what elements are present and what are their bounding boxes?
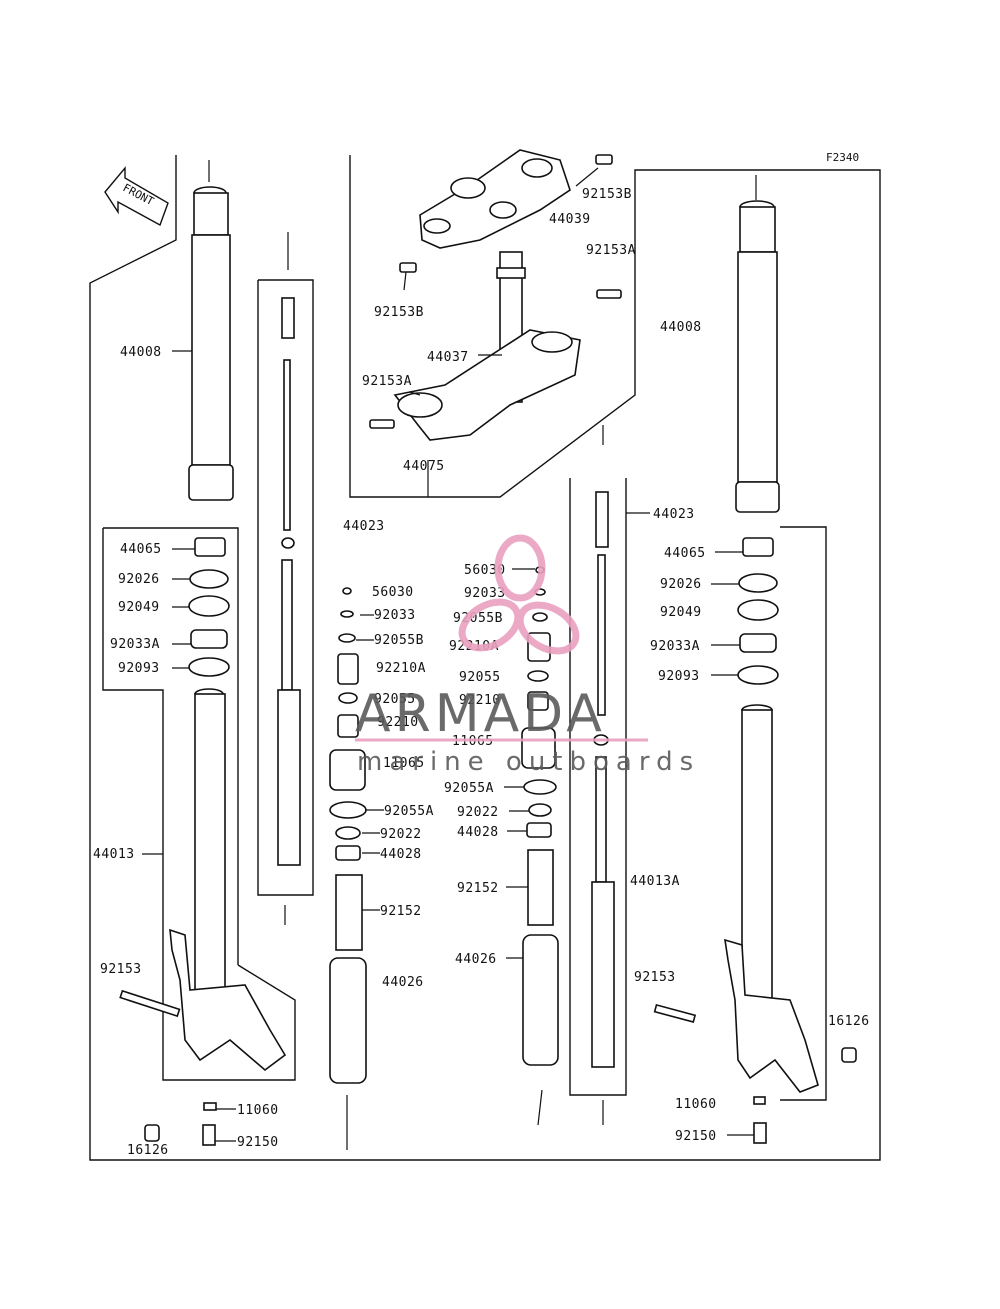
label-44026-c2: 44026 — [455, 952, 497, 967]
label-92022-c2: 92022 — [457, 805, 499, 820]
label-92026-right: 92026 — [660, 577, 702, 592]
label-92033-c2: 92033 — [464, 586, 506, 601]
propeller-logo — [458, 534, 580, 655]
label-92210a-c1: 92210A — [376, 661, 426, 676]
right-inner-tube — [735, 200, 780, 513]
label-92153b-lower: 92153B — [374, 305, 424, 320]
figure-code: F2340 — [826, 151, 859, 164]
label-44013a: 44013A — [630, 874, 680, 889]
left-damper-rod — [277, 297, 301, 866]
right-seals-stack — [737, 537, 779, 685]
label-92033-c1: 92033 — [374, 608, 416, 623]
label-92055-c1: 92055 — [374, 692, 416, 707]
label-92153-right: 92153 — [634, 970, 676, 985]
label-92026-left: 92026 — [118, 572, 160, 587]
watermark-tagline: marine outboards — [357, 747, 700, 777]
label-92049-right: 92049 — [660, 605, 702, 620]
label-16126-right: 16126 — [828, 1014, 870, 1029]
assembly-frame — [89, 155, 881, 1161]
left-outer-tube — [119, 688, 287, 1146]
label-56030-c1: 56030 — [372, 585, 414, 600]
label-92022-c1: 92022 — [380, 827, 422, 842]
label-92055a-c2: 92055A — [444, 781, 494, 796]
label-11060-left: 11060 — [237, 1103, 279, 1118]
label-92153b-top: 92153B — [582, 187, 632, 202]
watermark-brand: ARMADA — [355, 684, 606, 744]
label-44023-mid: 44023 — [343, 519, 385, 534]
right-outer-tube — [653, 704, 857, 1144]
left-seals-stack — [188, 537, 230, 677]
label-11060-right: 11060 — [675, 1097, 717, 1112]
left-inner-tube — [188, 186, 234, 501]
label-92153-left: 92153 — [100, 962, 142, 977]
label-92210-c2: 92210 — [459, 693, 501, 708]
label-92153a-lower: 92153A — [362, 374, 412, 389]
label-44065-right: 44065 — [664, 546, 706, 561]
front-arrow: FRONT — [104, 166, 169, 227]
label-44028-c1: 44028 — [380, 847, 422, 862]
label-92055-c2: 92055 — [459, 670, 501, 685]
label-92055a-c1: 92055A — [384, 804, 434, 819]
label-44037: 44037 — [427, 350, 469, 365]
label-92093-left: 92093 — [118, 661, 160, 676]
label-92152-c2: 92152 — [457, 881, 499, 896]
upper-triple-clamp — [399, 149, 613, 273]
label-92153a-top: 92153A — [586, 243, 636, 258]
label-44013: 44013 — [93, 847, 135, 862]
center-left-components — [329, 587, 367, 1084]
armada-watermark: ARMADA marine outboards — [355, 534, 700, 777]
label-11065-c1: 11065 — [383, 756, 425, 771]
right-damper-rod — [591, 491, 615, 1068]
label-92055b-c2: 92055B — [453, 611, 503, 626]
center-right-components — [521, 566, 559, 1066]
label-92093-right: 92093 — [658, 669, 700, 684]
label-92150-right: 92150 — [675, 1129, 717, 1144]
label-44008-left: 44008 — [120, 345, 162, 360]
label-92150-left: 92150 — [237, 1135, 279, 1150]
steering-stem — [369, 251, 622, 441]
leader-lines — [142, 167, 754, 1142]
label-92033a-right: 92033A — [650, 639, 700, 654]
label-92049-left: 92049 — [118, 600, 160, 615]
label-44075: 44075 — [403, 459, 445, 474]
label-92210-c1: 92210 — [377, 715, 419, 730]
label-44028-c2: 44028 — [457, 825, 499, 840]
label-92152-c1: 92152 — [380, 904, 422, 919]
label-44065-left: 44065 — [120, 542, 162, 557]
label-16126-left: 16126 — [127, 1143, 169, 1158]
label-92033a-left: 92033A — [110, 637, 160, 652]
label-44039: 44039 — [549, 212, 591, 227]
label-44026-c1: 44026 — [382, 975, 424, 990]
label-44023-right: 44023 — [653, 507, 695, 522]
label-44008-right: 44008 — [660, 320, 702, 335]
label-92055b-c1: 92055B — [374, 633, 424, 648]
